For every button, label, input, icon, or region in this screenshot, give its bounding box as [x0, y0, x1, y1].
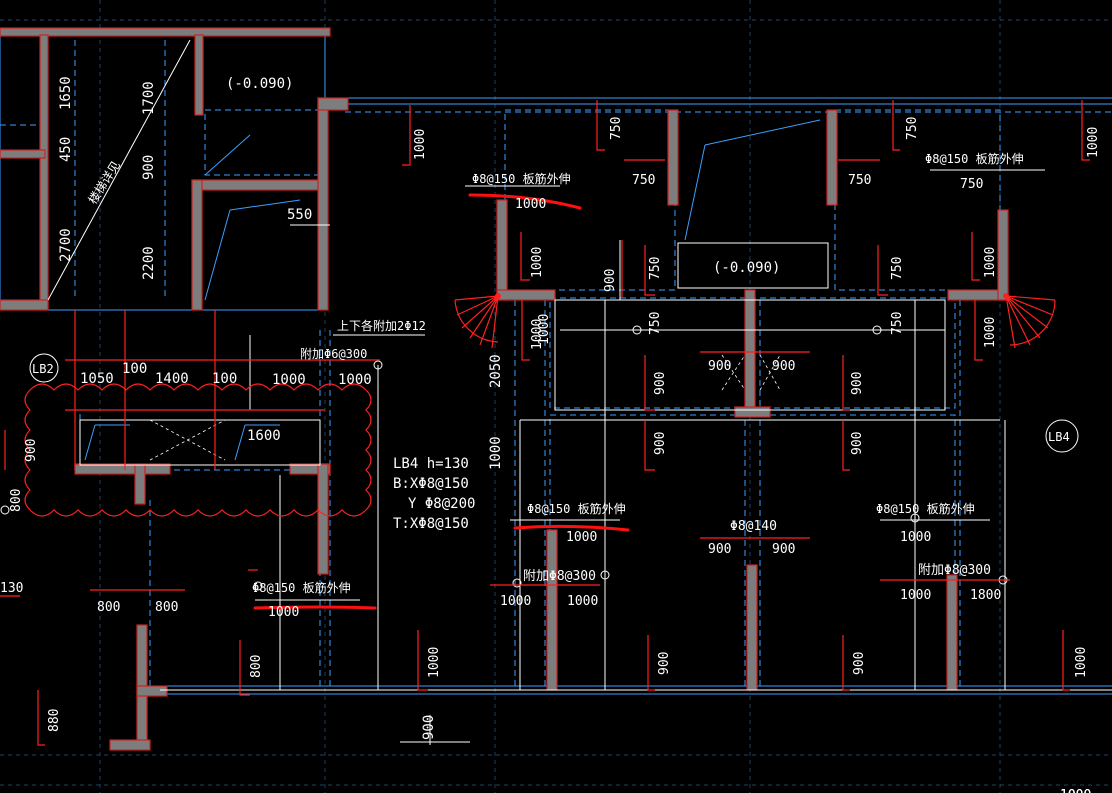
dim-vertical: 1000 [983, 247, 998, 278]
dim-horizontal: 550 [287, 207, 312, 223]
dim-horizontal: 750 [848, 173, 871, 188]
dim-vertical: 750 [648, 312, 663, 335]
slab-spec-line: T:XΦ8@150 [393, 516, 469, 532]
dim-vertical: 750 [890, 312, 905, 335]
dim-horizontal: 1050 [80, 371, 114, 387]
dim-vertical: 900 [852, 652, 867, 675]
dim-horizontal: 1000 [1060, 788, 1091, 793]
slab-label-lb4: LB4 [1048, 430, 1070, 444]
dim-vertical: 1000 [1086, 127, 1101, 158]
dim-vertical: 750 [890, 257, 905, 280]
dim-horizontal: 1000 [1060, 788, 1091, 793]
dim-vertical: 900 [653, 372, 668, 395]
dim-vertical: 880 [47, 709, 62, 732]
dim-horizontal: 1000 [515, 197, 546, 212]
rebar-note: Φ8@150 板筋外伸 [876, 501, 975, 516]
dim-horizontal: 1000 [500, 594, 531, 609]
dim-horizontal: 900 [772, 542, 795, 557]
dim-vertical: 1700 [141, 81, 157, 115]
dim-vertical: 750 [648, 257, 663, 280]
rebar-note: 附加Φ8@300 [918, 563, 991, 578]
horizontal-dimensions: 550 750 750 750 1050 100 1400 100 1000 1… [0, 173, 1091, 793]
dim-vertical: 900 [141, 155, 157, 180]
dim-vertical: 1000 [530, 247, 545, 278]
rebar-note: 附加Φ6@300 [300, 347, 367, 361]
slab-spec-line: B:XΦ8@150 [393, 476, 469, 492]
dim-horizontal: 1000 [272, 372, 306, 388]
stair-label: 楼梯详见 [85, 158, 123, 207]
elevation-label: (-0.090) [226, 76, 293, 92]
dim-vertical: 900 [850, 432, 865, 455]
rebar-note: Φ8@150 板筋外伸 [527, 501, 626, 516]
dim-horizontal: 1600 [247, 428, 281, 444]
dim-vertical: 1000 [537, 314, 552, 345]
dim-horizontal: 1800 [970, 588, 1001, 603]
dim-vertical: 2050 [488, 354, 504, 388]
highlight-strokes [253, 193, 630, 610]
dim-horizontal: 800 [97, 600, 120, 615]
rebar-note: Φ8@150 板筋外伸 [925, 151, 1024, 166]
dim-vertical: 900 [657, 652, 672, 675]
dim-horizontal: 1000 [900, 588, 931, 603]
dim-vertical: 1650 [58, 76, 74, 110]
dim-vertical: 900 [850, 372, 865, 395]
dim-vertical: 750 [905, 117, 920, 140]
dim-vertical: 1000 [1074, 647, 1089, 678]
dim-vertical: 1000 [413, 129, 428, 160]
dim-horizontal: 1400 [155, 371, 189, 387]
dim-horizontal: 1000 [567, 594, 598, 609]
dim-vertical: 2700 [58, 228, 74, 262]
corner-fans [454, 293, 1056, 349]
white-linework [0, 39, 1112, 745]
dim-vertical: 1000 [488, 436, 504, 470]
elevation-label: (-0.090) [713, 260, 780, 276]
vertical-dimensions: 1650 450 2700 1700 900 2200 1000 750 750… [9, 76, 1101, 740]
rebar-note: 上下各附加2Φ12 [337, 318, 426, 333]
red-dimension-marks [0, 100, 1090, 746]
slab-spec-line: LB4 h=130 [393, 456, 469, 472]
dim-horizontal: 1000 [268, 605, 299, 620]
dim-horizontal: 1000 [338, 372, 372, 388]
revision-clouds [24, 383, 372, 517]
dim-horizontal: 900 [772, 359, 795, 374]
slab-label-lb2: LB2 [32, 362, 54, 376]
dim-horizontal: 100 [122, 361, 147, 377]
dim-vertical: 450 [58, 137, 74, 162]
slab-spec-line: Y Φ8@200 [408, 496, 475, 512]
dim-vertical: 800 [9, 489, 24, 512]
dim-vertical: 900 [421, 715, 437, 740]
dim-horizontal: 800 [155, 600, 178, 615]
dim-vertical: 2200 [141, 246, 157, 280]
dim-horizontal: 1000 [566, 530, 597, 545]
dim-vertical: 800 [249, 655, 264, 678]
dim-vertical: 1000 [427, 647, 442, 678]
dim-vertical: 1000 [530, 319, 545, 350]
dim-horizontal: 100 [212, 371, 237, 387]
rebar-note: Φ8@150 板筋外伸 [472, 171, 571, 186]
dim-horizontal: 130 [0, 581, 23, 596]
dim-horizontal: 750 [632, 173, 655, 188]
dim-vertical: 900 [653, 432, 668, 455]
dim-horizontal: 1000 [1060, 788, 1091, 793]
dim-horizontal: 900 [708, 542, 731, 557]
dim-vertical: 750 [609, 117, 624, 140]
dim-horizontal: 900 [708, 359, 731, 374]
slab-label-markers [29, 353, 1079, 453]
dim-vertical: 900 [603, 269, 618, 292]
rebar-note: Φ8@140 [730, 519, 777, 534]
dim-vertical: 900 [24, 439, 39, 462]
dim-vertical: 1000 [983, 317, 998, 348]
dim-horizontal: 1000 [900, 530, 931, 545]
dim-horizontal: 750 [960, 177, 983, 192]
rebar-note: 附加Φ8@300 [523, 569, 596, 584]
rebar-note: Φ8@150 板筋外伸 [252, 580, 351, 595]
